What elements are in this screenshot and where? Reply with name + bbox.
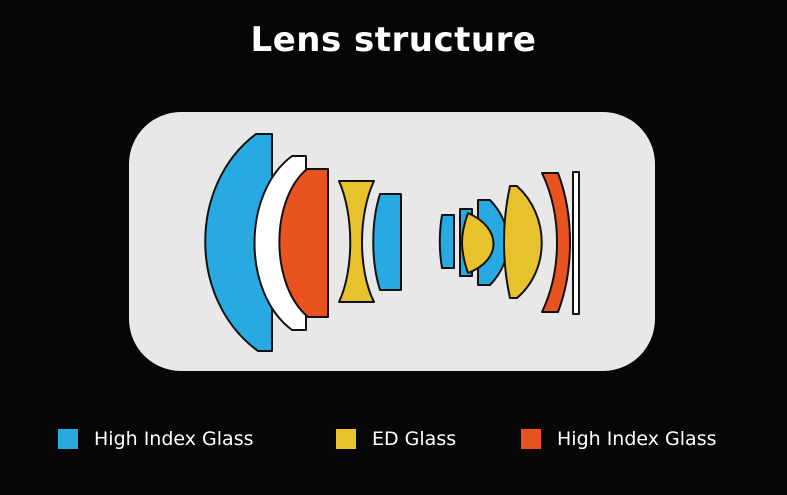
legend-label: High Index Glass	[94, 428, 254, 450]
lens-element-6	[438, 214, 455, 269]
page-title: Lens structure	[250, 20, 537, 60]
lens-element-9	[461, 212, 495, 274]
legend-label: ED Glass	[372, 428, 457, 450]
lens-element-5	[372, 193, 402, 291]
lens-element-1	[204, 133, 273, 352]
legend-swatch-yellow	[336, 429, 356, 449]
lens-element-11	[541, 172, 571, 313]
legend-item-high-index-orange: High Index Glass	[521, 424, 717, 454]
legend-swatch-orange	[521, 429, 541, 449]
legend-item-ed: ED Glass	[336, 424, 456, 454]
legend-item-high-index-blue: High Index Glass	[58, 424, 254, 454]
lens-element-10	[503, 185, 543, 299]
legend-swatch-blue	[58, 429, 78, 449]
lens-element-3	[278, 168, 329, 318]
lens-element-12	[572, 171, 580, 315]
legend-label: High Index Glass	[557, 428, 717, 450]
lens-element-4	[338, 180, 375, 303]
